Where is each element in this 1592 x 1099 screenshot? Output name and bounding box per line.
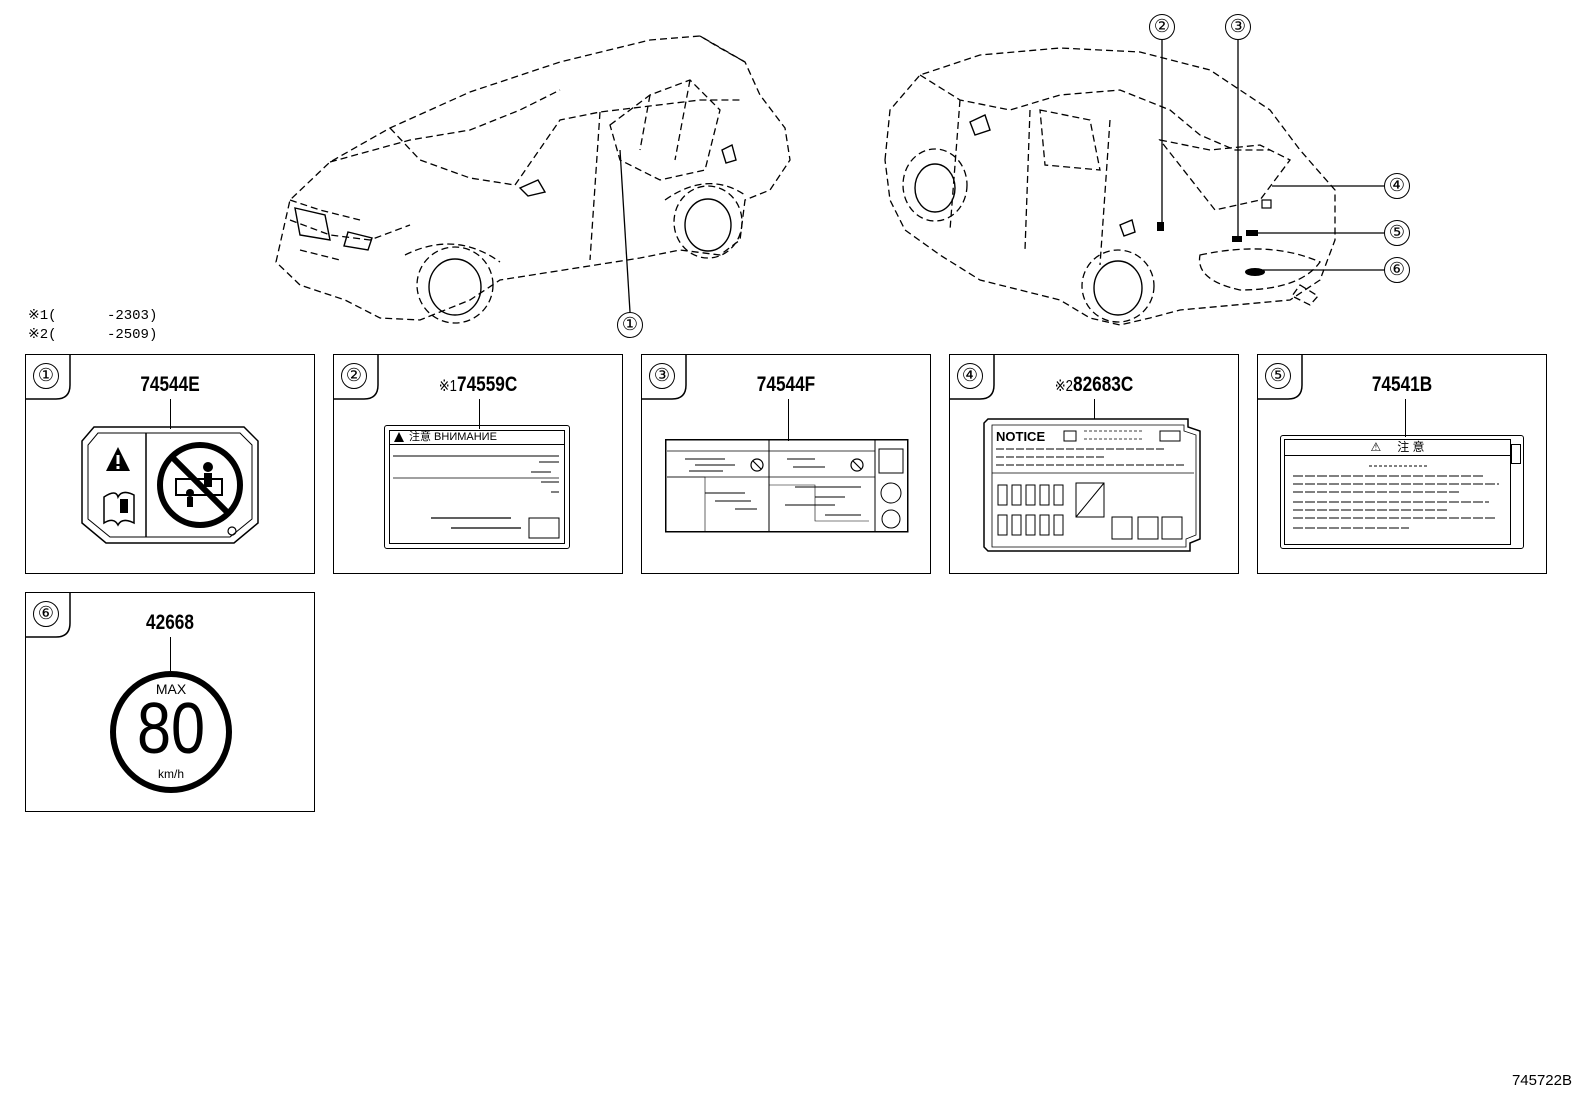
leader-line [170,399,171,429]
max-text: MAX [155,681,187,697]
callout-3: ③ [1225,14,1251,40]
callout-1: ① [617,312,643,338]
callout-5: ⑤ [1384,220,1410,246]
child-seat-label [81,426,259,544]
part-number: 74541B [1371,373,1433,396]
speed-value: 80 [136,689,206,769]
callout-2: ② [1149,14,1175,40]
notice-label [983,418,1201,552]
notice-header: NOTICE [996,429,1046,444]
part-number: ※174559C [438,373,518,396]
callout-4: ④ [1384,173,1410,199]
panel-number: ④ [957,363,983,389]
leader-line [1405,399,1406,437]
note-1: ※1( -2303) [28,308,158,324]
panel-number-tab [334,355,379,400]
panel-number: ① [33,363,59,389]
no-child-seat-icon [157,442,243,528]
panel-number-tab [950,355,995,400]
part-number: 74544F [756,373,816,396]
panel-number: ⑤ [1265,363,1291,389]
unit-text: km/h [157,767,184,781]
part-number: 42668 [146,611,194,634]
panel-2: ② ※174559C 注意 ВНИМАНИЕ [333,354,623,574]
diagram-id: 745722B [1511,1072,1572,1089]
panel-number: ③ [649,363,675,389]
leader-line [479,399,480,429]
leader-line [1094,399,1095,419]
caution-label: 注意 ВНИМАНИЕ [384,425,570,549]
label-text-lines [393,455,560,539]
panel-number-tab [1258,355,1303,400]
caution-label-jp: ⚠注 意 [1280,435,1524,549]
panel-5: ⑤ 74541B ⚠注 意 [1257,354,1547,574]
label-header: ⚠注 意 [1284,439,1511,456]
panel-number-tab [26,593,71,638]
manual-icon [103,491,135,527]
panel-3: ③ 74544F [641,354,931,574]
panel-6: ⑥ 42668 MAX 80 km/h [25,592,315,812]
airbag-warning-label [665,439,909,533]
part-number: 74544E [140,373,200,396]
label-header: 注意 ВНИМАНИЕ [389,430,565,445]
label-text-lines [1293,465,1499,529]
vehicle-front-view [275,35,1384,326]
panel-number-tab [26,355,71,400]
speed-limit-sticker: MAX 80 km/h [110,671,232,793]
part-number: ※282683C [1054,373,1134,396]
warning-icon: ⚠ [1370,440,1382,454]
panel-4: ④ ※282683C NOTICE [949,354,1239,574]
panel-number: ⑥ [33,601,59,627]
panel-1: ① 74544E [25,354,315,574]
note-2: ※2( -2509) [28,327,158,343]
leader-line [788,399,789,441]
panel-number-tab [642,355,687,400]
callout-6: ⑥ [1384,257,1410,283]
warning-icon [394,432,404,442]
panel-number: ② [341,363,367,389]
leader-line [170,637,171,671]
